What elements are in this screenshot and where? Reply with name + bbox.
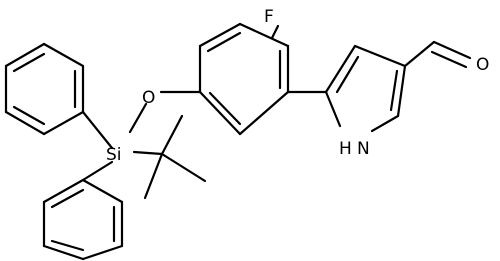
- aldehyde-group: [403, 40, 472, 69]
- bond-si-tbu: [132, 150, 164, 156]
- bond: [42, 110, 85, 136]
- bond-phenyl-si: [81, 110, 114, 150]
- silicon-label: Si: [106, 145, 122, 165]
- bond-inner: [50, 188, 85, 209]
- bond: [81, 178, 124, 204]
- bond: [396, 64, 407, 118]
- nitrogen-label: N: [357, 139, 370, 159]
- bond: [4, 42, 46, 68]
- bond-inner: [335, 55, 360, 94]
- bond-inner: [12, 52, 46, 73]
- bond: [198, 22, 242, 48]
- pyrrole-ring: [324, 44, 407, 133]
- bond-phenyl-si: [81, 160, 114, 182]
- bond: [143, 152, 164, 200]
- bond: [42, 178, 85, 204]
- bond-double: [430, 50, 468, 69]
- bond-inner: [206, 31, 242, 53]
- bond-inner: [50, 239, 85, 252]
- bond: [238, 22, 290, 48]
- bond: [160, 152, 207, 183]
- bond-inner: [389, 69, 399, 112]
- bond: [353, 44, 407, 68]
- fluorine-label: F: [264, 7, 274, 27]
- bond-inner: [12, 105, 46, 126]
- bond: [42, 244, 85, 261]
- phenyl-ring-upper: [4, 42, 85, 136]
- bond: [432, 40, 472, 60]
- bond: [42, 42, 85, 68]
- central-benzene-ring: [198, 22, 290, 136]
- bond: [324, 44, 357, 94]
- bond: [198, 90, 242, 136]
- bond: [324, 90, 342, 128]
- bond: [403, 40, 436, 68]
- bond: [160, 114, 184, 156]
- oxygen-ether-label: O: [142, 88, 155, 108]
- phenyl-ring-lower: [42, 178, 124, 261]
- tert-butyl-group: [143, 114, 207, 200]
- nitrogen-hydrogen-label: H: [339, 139, 352, 159]
- bond: [4, 110, 46, 136]
- bond-inner: [208, 91, 242, 126]
- oxygen-aldehyde-label: O: [476, 55, 489, 75]
- bond-c-f: [270, 24, 280, 40]
- bond: [238, 90, 290, 136]
- bond: [370, 114, 400, 133]
- bond-si-o: [128, 102, 148, 134]
- bond: [81, 244, 124, 261]
